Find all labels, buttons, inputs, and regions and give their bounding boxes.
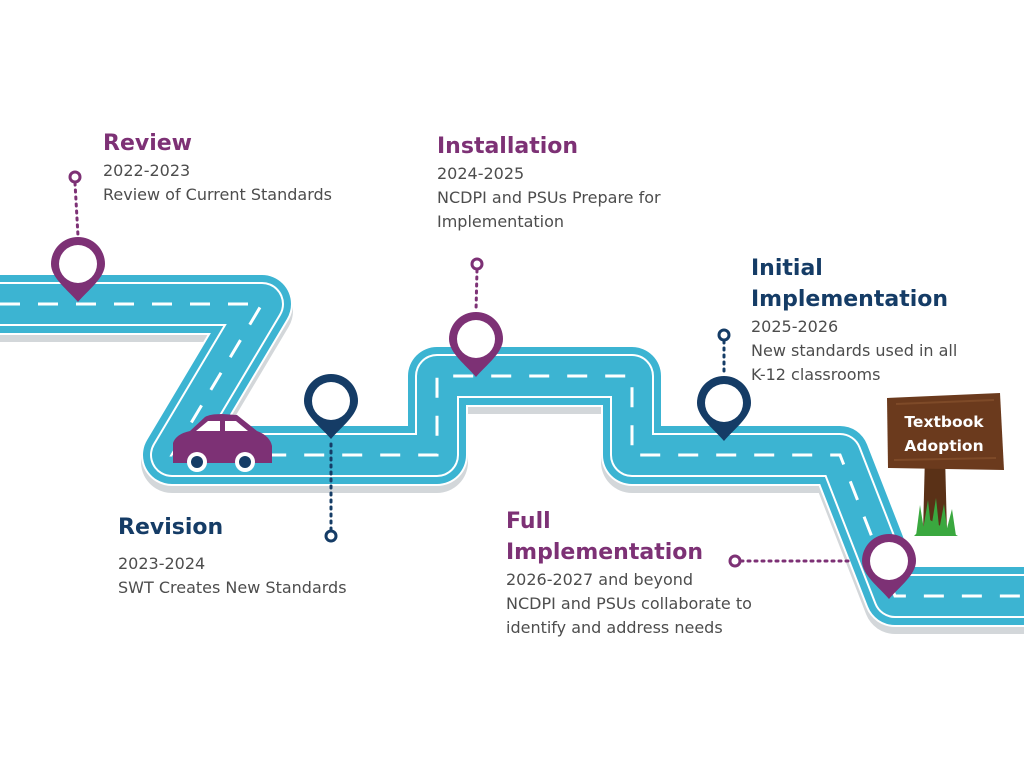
pin-hole bbox=[312, 382, 350, 420]
leader-dot-icon bbox=[68, 170, 82, 184]
road-center-dashes bbox=[0, 302, 1024, 598]
stage-full-implementation: Full Implementation 2026-2027 and beyond… bbox=[506, 506, 752, 640]
sign-line: Textbook bbox=[904, 413, 984, 431]
grass-icon bbox=[914, 498, 958, 536]
wooden-sign-icon bbox=[887, 393, 1004, 536]
stage-desc: New standards used in all bbox=[751, 341, 958, 360]
stage-years: 2022-2023 bbox=[103, 161, 191, 180]
leader-dot-icon bbox=[728, 554, 742, 568]
stage-title: Full bbox=[506, 509, 551, 534]
stage-desc: K-12 classrooms bbox=[751, 365, 881, 384]
stage-revision: Revision 2023-2024 SWT Creates New Stand… bbox=[118, 512, 347, 600]
stage-desc: identify and address needs bbox=[506, 618, 723, 637]
pin-hole bbox=[457, 320, 495, 358]
stage-desc: NCDPI and PSUs Prepare for bbox=[437, 188, 661, 207]
stage-title: Implementation bbox=[751, 287, 949, 312]
leader-dot-icon bbox=[717, 328, 731, 342]
stage-desc: Implementation bbox=[437, 212, 565, 231]
stage-title: Initial bbox=[751, 256, 823, 281]
stage-title: Review bbox=[103, 131, 192, 156]
stage-desc: SWT Creates New Standards bbox=[118, 578, 347, 597]
stage-review: Review 2022-2023 Review of Current Stand… bbox=[103, 128, 332, 207]
pin-hole bbox=[59, 245, 97, 283]
leader-dot-icon bbox=[324, 529, 338, 543]
leader-line bbox=[474, 268, 479, 313]
stage-installation: Installation 2024-2025 NCDPI and PSUs Pr… bbox=[437, 131, 661, 234]
stage-desc: Review of Current Standards bbox=[103, 185, 332, 204]
stage-years: 2025-2026 bbox=[751, 317, 839, 336]
stage-title: Implementation bbox=[506, 540, 704, 565]
stage-initial-implementation: Initial Implementation 2025-2026 New sta… bbox=[751, 253, 957, 387]
pin-hole bbox=[705, 384, 743, 422]
leader-dot-icon bbox=[470, 257, 484, 271]
leader-line bbox=[73, 181, 80, 238]
stage-title: Revision bbox=[118, 515, 224, 540]
stage-years: 2023-2024 bbox=[118, 554, 206, 573]
stage-years: 2024-2025 bbox=[437, 164, 525, 183]
pin-hole bbox=[870, 542, 908, 580]
car-icon bbox=[173, 414, 272, 472]
stage-title: Installation bbox=[437, 134, 579, 159]
stage-years: 2026-2027 and beyond bbox=[506, 570, 694, 589]
stage-desc: NCDPI and PSUs collaborate to bbox=[506, 594, 752, 613]
map-pins bbox=[50, 170, 916, 599]
textbook-adoption-sign: Textbook Adoption bbox=[888, 410, 1000, 458]
sign-line: Adoption bbox=[904, 437, 984, 455]
